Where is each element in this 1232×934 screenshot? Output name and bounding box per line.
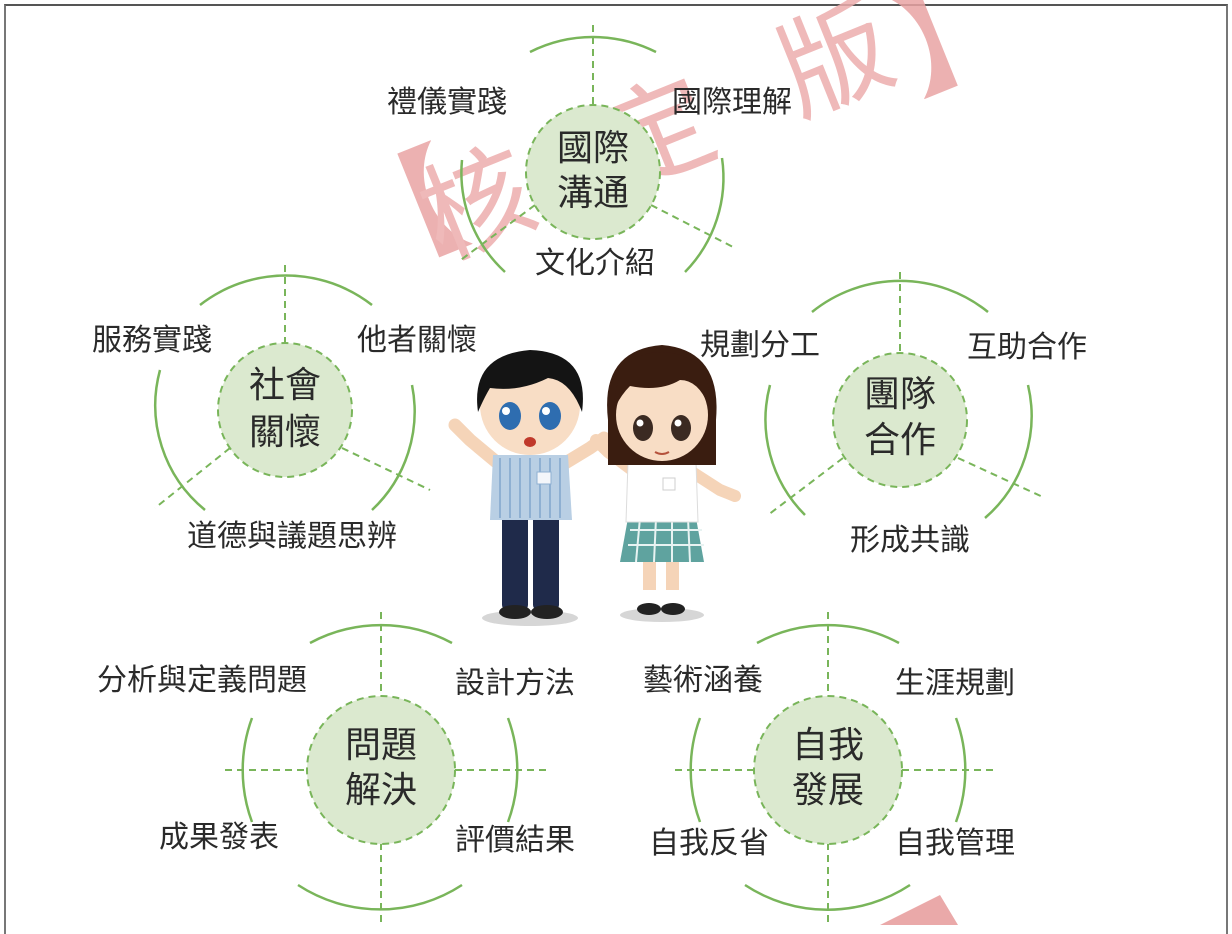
label-top-left: 服務實踐 (92, 323, 212, 358)
page-border (4, 4, 1228, 934)
label-bottom-right: 自我管理 (895, 826, 1015, 861)
label-bottom-left: 成果發表 (159, 820, 279, 855)
core-label-line2: 溝通 (557, 173, 629, 214)
label-top-left: 藝術涵養 (643, 663, 763, 698)
label-bottom: 文化介紹 (535, 246, 655, 281)
ring-arc-left (154, 369, 206, 511)
label-top-right: 國際理解 (672, 85, 792, 120)
ring-arc-top (529, 35, 657, 54)
label-bottom: 形成共識 (850, 523, 970, 558)
cluster-team: 團隊 合作 規劃分工 互助合作 形成共識 (700, 272, 1087, 558)
label-top-left: 禮儀實踐 (387, 85, 507, 120)
core-circle (753, 695, 903, 845)
core-circle (525, 104, 661, 240)
ring-arc-bottom (744, 883, 911, 911)
core-label-line2: 解決 (345, 770, 417, 811)
girl-student-figure (590, 345, 741, 615)
core-circle (306, 695, 456, 845)
label-top-right: 設計方法 (455, 666, 575, 701)
label-top-left: 規劃分工 (700, 328, 820, 363)
cluster-self: 自我 發展 藝術涵養 生涯規劃 自我反省 自我管理 (643, 612, 1015, 925)
ring-arc-top (199, 274, 373, 306)
cluster-social: 社會 關懷 服務實踐 他者關懷 道德與議題思辨 (92, 265, 477, 554)
core-circle (832, 352, 968, 488)
ring-arc-right (371, 384, 416, 511)
label-top-right: 生涯規劃 (895, 666, 1015, 701)
core-label-line1: 團隊 (864, 374, 936, 415)
core-label-line1: 社會 (249, 365, 321, 406)
ring-arc-right (684, 157, 725, 273)
ring-arc-top (811, 279, 989, 313)
label-top-left: 分析與定義問題 (97, 663, 307, 698)
divider-left (457, 204, 536, 263)
core-label-line1: 問題 (345, 725, 417, 766)
ring-arc-right (954, 717, 967, 823)
ring-arc-left (460, 159, 506, 273)
core-label-line2: 關懷 (249, 412, 321, 453)
ring-arc-top (756, 623, 900, 645)
core-label-line2: 發展 (792, 770, 864, 811)
core-label-line1: 自我 (792, 725, 864, 766)
core-label-line2: 合作 (864, 420, 936, 461)
divider-right (341, 447, 431, 491)
label-bottom: 道德與議題思辨 (187, 519, 397, 554)
ring-arc-top (309, 623, 453, 645)
cluster-international: 國際 溝通 禮儀實踐 國際理解 文化介紹 (387, 25, 792, 281)
ring-arc-right (984, 384, 1033, 519)
watermark-fragment (880, 895, 958, 925)
ring-arc-left (241, 717, 254, 823)
ring-arc-bottom (297, 883, 463, 911)
label-bottom-right: 評價結果 (455, 823, 575, 858)
cluster-problem: 問題 解決 分析與定義問題 設計方法 成果發表 評價結果 (97, 612, 575, 925)
label-top-right: 互助合作 (967, 330, 1087, 365)
core-circle (217, 342, 353, 478)
core-label-line1: 國際 (557, 128, 629, 169)
label-bottom-left: 自我反省 (649, 826, 769, 861)
student-mascots-illustration (448, 345, 741, 626)
divider-right (957, 457, 1046, 499)
ring-arc-left (689, 717, 702, 823)
ring-arc-right (506, 717, 519, 823)
divider-left (154, 447, 231, 509)
boy-student-figure (448, 350, 611, 619)
ring-arc-left (764, 384, 806, 516)
divider-right (650, 204, 736, 249)
divider-left (767, 457, 844, 516)
label-top-right: 他者關懷 (357, 323, 477, 358)
